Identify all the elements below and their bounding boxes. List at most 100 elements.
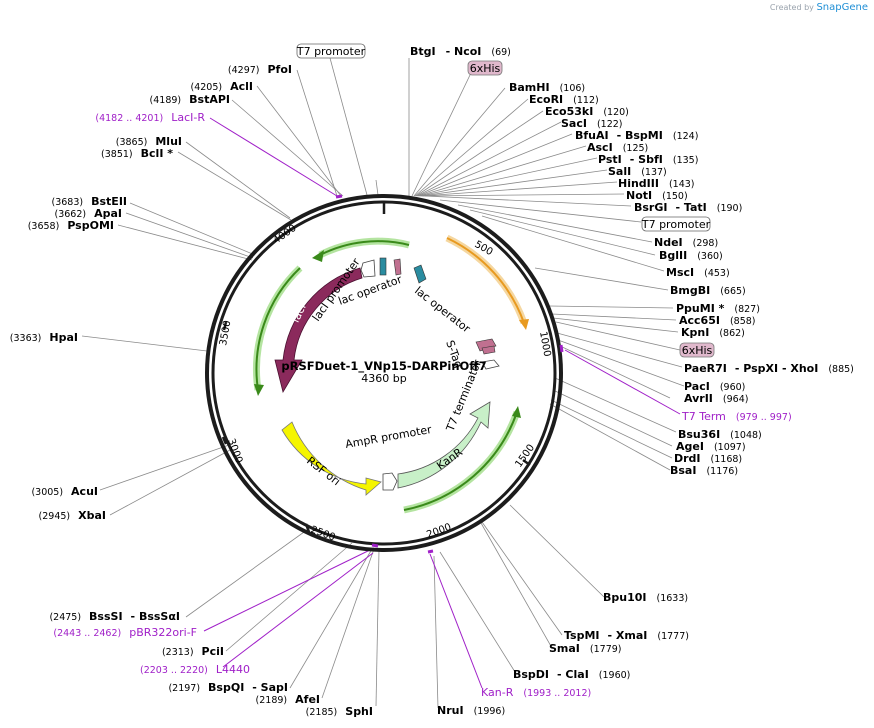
feature-lac-operator-2 <box>413 264 427 284</box>
site-pos: (2197) <box>168 683 200 694</box>
backbone-outer <box>205 194 563 552</box>
primer-labels: (4182 .. 4201)LacI-R T7 Term(979 .. 997)… <box>53 111 791 699</box>
site-pos: (1960) <box>599 670 631 681</box>
site-name: PciI <box>202 645 224 658</box>
site-name: ApaI <box>94 207 122 220</box>
site-name: HindIII <box>618 177 659 190</box>
site-name: SalI <box>608 165 631 178</box>
site-name: BsaI <box>670 464 696 477</box>
site-extra: - SbfI <box>630 153 663 166</box>
feature-lac-operator-1 <box>379 257 387 276</box>
site-name: BstAPI <box>189 93 230 106</box>
svg-text:(2443 .. 2462)pBR322ori-F: (2443 .. 2462)pBR322ori-F <box>53 626 197 639</box>
svg-text:BfuAI- BspMI(124): BfuAI- BspMI(124) <box>575 129 698 142</box>
svg-text:Bsu36I(1048): Bsu36I(1048) <box>678 428 762 441</box>
site-pos: (827) <box>734 304 760 315</box>
site-pos: (858) <box>730 316 756 327</box>
svg-text:(4182 .. 4201)LacI-R: (4182 .. 4201) LacI-R <box>95 111 205 124</box>
site-name: NruI <box>437 704 464 717</box>
svg-text:PstI- SbfI(135): PstI- SbfI(135) <box>598 153 698 166</box>
tick-3500: 3500 <box>218 320 233 347</box>
svg-text:(3662)ApaI: (3662) ApaI <box>55 207 123 220</box>
site-pos: (2475) <box>49 612 81 623</box>
site-name: BspDI <box>513 668 549 681</box>
svg-text:TspMI- XmaI(1777): TspMI- XmaI(1777) <box>564 629 689 642</box>
svg-text:NruI(1996): NruI(1996) <box>437 704 505 717</box>
site-pos: (3662) <box>55 209 87 220</box>
svg-text:BsaI(1176): BsaI(1176) <box>670 464 738 477</box>
site-name: Bpu10I <box>603 591 647 604</box>
svg-text:(3658)PspOMI: (3658)PspOMI <box>28 219 114 232</box>
svg-text:Eco53kI(120): Eco53kI(120) <box>545 105 629 118</box>
site-name: BssSI <box>89 610 123 623</box>
label-t7-promoter-right: T7 promoter <box>641 218 711 231</box>
svg-text:HindIII(143): HindIII (143) <box>618 177 695 190</box>
site-name: AscI <box>587 141 613 154</box>
svg-text:(3683)BstEII: (3683)BstEII <box>52 195 127 208</box>
site-pos: (120) <box>603 107 629 118</box>
feature-rsf-ori <box>281 421 382 496</box>
plasmid-name: pRSFDuet-1_VNp15-DARPinOff7 <box>281 359 486 374</box>
svg-text:AgeI(1097): AgeI(1097) <box>676 440 746 453</box>
site-pos: (1048) <box>730 430 762 441</box>
svg-text:Acc65I(858): Acc65I(858) <box>679 314 756 327</box>
site-name: AfeI <box>295 693 320 706</box>
site-pos: (4297) <box>228 65 260 76</box>
svg-text:(2203 .. 2220)L4440: (2203 .. 2220)L4440 <box>140 663 250 676</box>
site-name: SphI <box>345 705 373 718</box>
primer-name: LacI-R <box>171 111 205 124</box>
svg-text:(3363)HpaI: (3363)HpaI <box>10 331 78 344</box>
site-name: AclI <box>230 80 253 93</box>
site-pos: (960) <box>720 382 746 393</box>
svg-text:(2189)AfeI: (2189) AfeI <box>256 693 320 706</box>
svg-text:PacI(960): PacI(960) <box>684 380 745 393</box>
site-pos: (190) <box>717 203 743 214</box>
feature-s-tag <box>475 338 497 352</box>
svg-text:KpnI(862): KpnI(862) <box>681 326 745 339</box>
feature-his-tag <box>481 345 496 355</box>
site-name: AgeI <box>676 440 704 453</box>
site-name: KpnI <box>681 326 709 339</box>
svg-text:Kan-R(1993 .. 2012): Kan-R(1993 .. 2012) <box>481 686 591 699</box>
svg-text:(4297)PfoI: (4297)PfoI <box>228 63 292 76</box>
svg-text:(2197)BspQI- SapI: (2197)BspQI- SapI <box>168 681 288 694</box>
svg-text:BamHI(106): BamHI(106) <box>509 81 585 94</box>
svg-text:BsrGI- TatI(190): BsrGI- TatI(190) <box>634 201 742 214</box>
site-pos: (1633) <box>657 593 689 604</box>
site-pos: (360) <box>697 251 723 262</box>
site-extra: - XmaI <box>608 629 648 642</box>
leader-lines <box>81 57 685 709</box>
tick-1000: 1000 <box>537 331 552 358</box>
site-pos: (3851) <box>101 149 133 160</box>
primer-range: (4182 .. 4201) <box>95 113 163 124</box>
site-name: BsrGI <box>634 201 667 214</box>
site-pos: (125) <box>623 143 649 154</box>
svg-text:SacI(122): SacI(122) <box>561 117 623 130</box>
site-name: DrdI <box>674 452 701 465</box>
svg-text:BspDI- ClaI(1960): BspDI - ClaI (1960) <box>513 668 630 681</box>
site-name: NotI <box>626 189 652 202</box>
label-rsf-ori: RSF ori <box>304 454 343 488</box>
site-pos: (1779) <box>590 644 622 655</box>
feature-lac-promoter-arrow <box>360 259 376 278</box>
site-name: HpaI <box>49 331 78 344</box>
primer-lines <box>203 117 681 689</box>
site-name: XbaI <box>78 509 106 522</box>
svg-text:(2185)SphI: (2185) SphI <box>306 705 373 718</box>
site-pos: (3865) <box>116 137 148 148</box>
svg-text:(4189)BstAPI: (4189)BstAPI <box>150 93 230 106</box>
site-pos: (964) <box>723 394 749 405</box>
site-pos: (2189) <box>256 695 288 706</box>
site-pos: (143) <box>669 179 695 190</box>
svg-text:Bpu10I(1633): Bpu10I (1633) <box>603 591 688 604</box>
feature-lacI <box>274 267 363 394</box>
label-his-right: 6xHis <box>682 344 713 357</box>
site-pos: (135) <box>673 155 699 166</box>
site-pos: (2185) <box>306 707 338 718</box>
label-his-top: 6xHis <box>470 62 501 75</box>
site-pos: (124) <box>673 131 699 142</box>
site-extra: - ClaI <box>557 668 589 681</box>
label-t7-promoter-top: T7 promoter <box>296 45 366 58</box>
site-pos: (112) <box>573 95 599 106</box>
